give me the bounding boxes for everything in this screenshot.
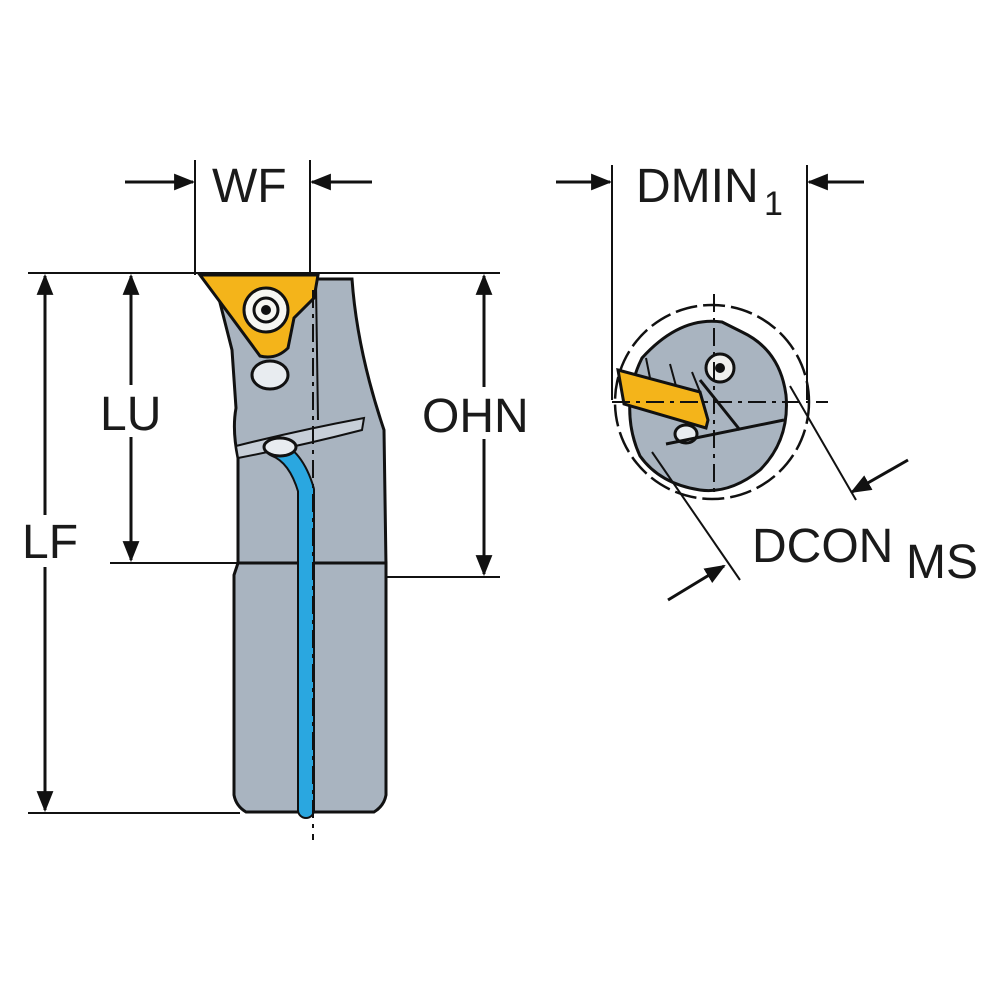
wf-label: WF [212,160,287,213]
ohn-label: OHN [422,390,529,443]
front-insert-edge-2 [669,363,677,387]
side-view: WF LU LF OHN [20,160,546,840]
coolant-outlet [262,436,298,458]
dcon-arrow-upper [850,458,909,494]
lf-label: LF [22,516,78,569]
dcon-subscript: MS [906,536,978,589]
dcon-label: DCON [752,520,893,573]
lu-label: LU [100,388,161,441]
front-screw-head [715,363,725,373]
dcon-arrow-lower [667,564,726,602]
front-view: DMIN 1 DCON MS [556,160,978,602]
torx-screw-icon [252,296,280,324]
front-insert-edge-1 [645,357,651,379]
dmin-subscript: 1 [764,185,783,223]
clamp-arm [698,379,742,431]
front-shank-outline [628,319,788,493]
dmin-label: DMIN [636,160,759,213]
front-thread-insert [616,367,710,430]
clamp-hole [250,359,290,391]
front-chip-edge [665,418,785,446]
dcon-extension-right [789,385,857,501]
head-edge-line [315,283,319,421]
dcon-extension-left [651,451,741,581]
front-insert-edge-3 [691,371,701,393]
